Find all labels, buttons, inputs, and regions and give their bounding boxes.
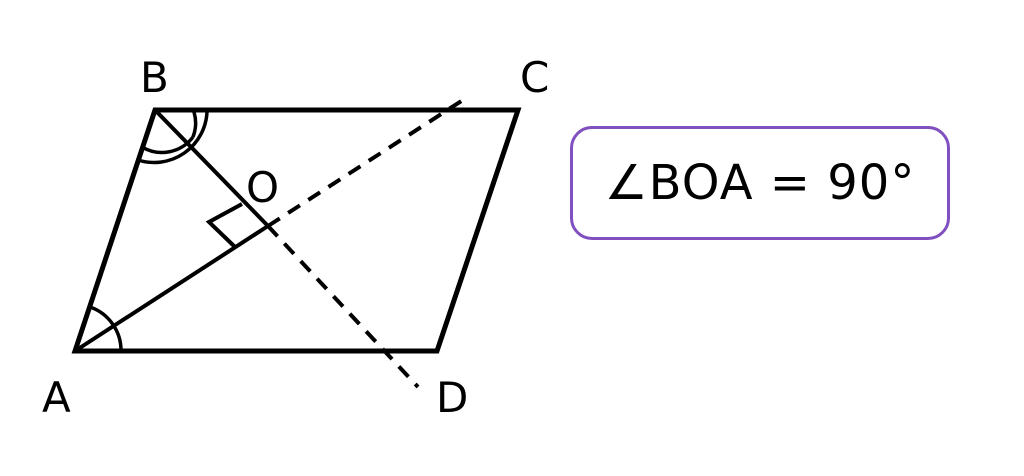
label-b: B [140,53,169,102]
label-a: A [42,373,71,422]
right-angle-marker [205,202,243,249]
label-o: O [246,163,279,212]
formula-box: ∠BOA = 90° [570,126,950,240]
label-c: C [520,53,549,102]
formula-text: ∠BOA = 90° [604,155,916,211]
angle-arc-b-inner [141,135,195,155]
segment-bo [153,108,270,228]
dashed-extension-oc [266,96,468,228]
label-d: D [436,373,468,422]
angle-arc-a [89,305,123,352]
parallelogram-abcd [71,107,522,354]
segment-ao [73,224,270,353]
angle-arc-b-top [191,111,198,138]
angle-arc-b-outer [137,111,209,165]
dashed-extension-od [266,224,420,389]
